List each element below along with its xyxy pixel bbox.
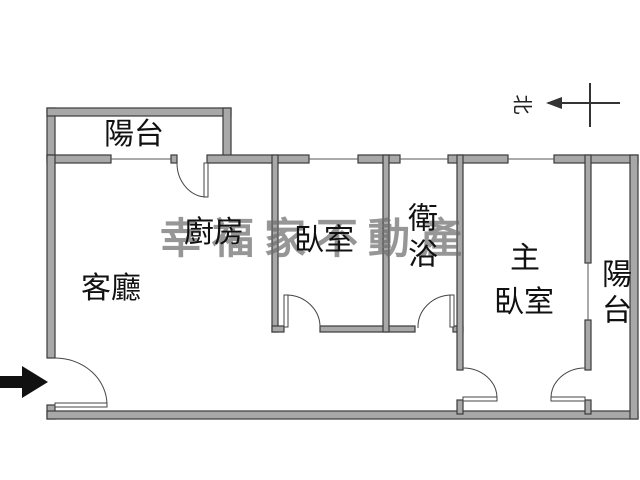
door-swing [176,162,207,198]
wall [456,154,464,371]
wall [629,154,639,420]
wall [357,154,401,164]
arrow-right-icon [0,366,48,398]
door-swing [417,294,453,329]
room-label-balcony-top: 陽台 [104,117,164,152]
door-leaf [203,162,209,198]
wall [456,399,464,415]
room-label-bedroom: 臥室 [294,223,354,258]
door-leaf [54,402,108,408]
wall [46,154,112,164]
door-leaf [283,294,289,328]
door-swing [550,367,586,399]
room-label-balcony-right: 陽台 [596,258,631,330]
wall [206,154,310,164]
room-label-master-bedroom-2: 臥室 [494,285,554,320]
room-label-bathroom: 衛浴 [402,202,437,274]
room-label-living-room: 客廳 [81,271,141,306]
wall [319,325,416,333]
wall [584,154,592,264]
room-label-master-bedroom-1: 主 [510,241,540,276]
wall [382,154,390,333]
watermark: 幸福家不動產 [160,214,473,263]
wall [46,154,56,359]
room-label-kitchen: 廚房 [184,215,244,250]
compass-icon [546,83,620,127]
door-swing [285,294,321,329]
door-leaf [462,396,498,402]
wall [271,325,285,333]
compass-north-label: 北 [510,94,535,115]
wall [584,319,592,371]
door-leaf [449,294,455,328]
door-swing [54,357,108,406]
wall [584,399,592,415]
door-swing [462,367,498,399]
wall [46,107,232,117]
wall [170,154,178,164]
wall [46,410,639,420]
wall [553,154,639,164]
wall [222,107,232,159]
door-leaf [550,396,586,402]
